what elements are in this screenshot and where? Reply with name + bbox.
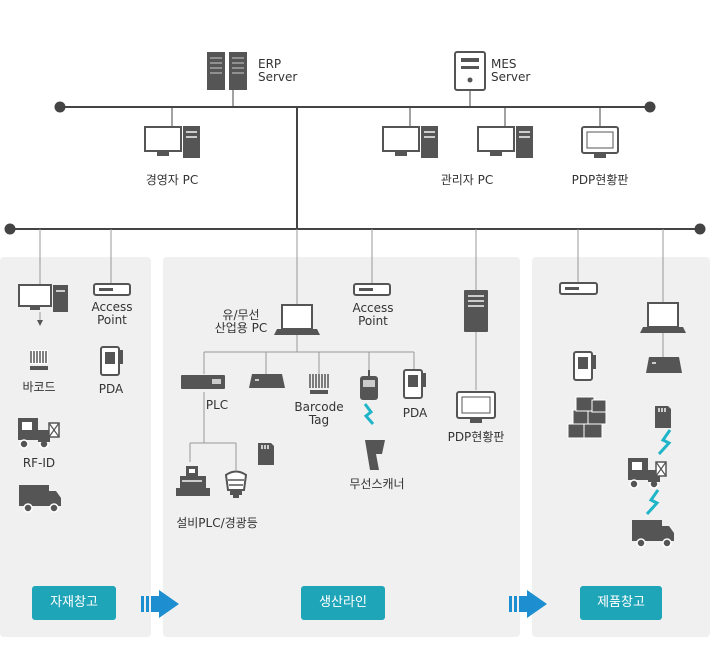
forklift-icon-2 xyxy=(628,458,667,489)
gateway-device-icon xyxy=(249,374,285,388)
pda-icon-1 xyxy=(100,346,123,376)
pda-label-2: PDA xyxy=(402,406,428,420)
production-line-button[interactable]: 생산라인 xyxy=(301,586,385,620)
flow-arrow-1 xyxy=(141,590,179,618)
industrial-pc-laptop-icon xyxy=(274,304,320,335)
pda-icon-3 xyxy=(573,351,596,381)
access-point-label-1: Access Point xyxy=(91,300,133,327)
rfid-label: RF-ID xyxy=(22,456,56,470)
flow-arrow-2 xyxy=(509,590,547,618)
wireless-link-icon-1 xyxy=(363,403,375,425)
mes-tower-icon xyxy=(464,290,488,332)
warning-lamp-icon xyxy=(224,470,248,498)
access-point-icon-2 xyxy=(353,283,391,296)
laptop-icon xyxy=(640,302,686,333)
pdp-board-icon-2 xyxy=(456,391,496,423)
access-point-label-2: Access Point xyxy=(352,301,394,328)
wireless-link-icon-3 xyxy=(645,489,660,516)
plc-icon xyxy=(181,375,225,389)
access-point-icon-1 xyxy=(93,283,131,296)
pdp-board-label: PDP현황판 xyxy=(571,173,629,187)
wireless-scanner-icon xyxy=(365,440,385,470)
industrial-pc-label: 유/무선 산업용 PC xyxy=(214,308,268,335)
forklift-icon-1 xyxy=(18,418,60,449)
barcode-tag-label: Barcode Tag xyxy=(294,400,344,427)
admin-pc-label: 관리자 PC xyxy=(440,173,494,187)
barcode-icon xyxy=(30,350,48,370)
barcode-label: 바코드 xyxy=(22,380,56,394)
gateway-device-icon-2 xyxy=(646,357,682,373)
barcode-tag-icon xyxy=(309,374,329,394)
sd-card-icon-1 xyxy=(258,443,274,465)
erp-server-label: ERP Server xyxy=(258,57,298,84)
truck-icon-1 xyxy=(19,485,61,513)
mes-server-label: MES Server xyxy=(491,57,531,84)
material-warehouse-button[interactable]: 자재창고 xyxy=(32,586,116,620)
truck-icon-2 xyxy=(632,520,674,548)
scanner-label: 무선스캐너 xyxy=(349,477,405,491)
manager-pc-icon xyxy=(144,126,200,158)
equipment-plc-icon xyxy=(176,466,210,496)
plc-lamp-label: 설비PLC/경광등 xyxy=(176,516,258,530)
production-line-zone xyxy=(163,257,520,637)
pda-label-1: PDA xyxy=(98,382,124,396)
erp-server-icon xyxy=(207,52,247,90)
boxes-icon xyxy=(567,396,607,439)
sd-card-icon-2 xyxy=(655,406,671,428)
plc-label: PLC xyxy=(205,398,229,412)
pda-icon-2 xyxy=(403,369,426,399)
product-warehouse-button[interactable]: 제품창고 xyxy=(580,586,662,620)
admin-pc-icon-1 xyxy=(382,126,438,158)
warehouse-pc-icon xyxy=(18,284,68,312)
pdp-board-monitor-icon xyxy=(581,126,619,158)
access-point-icon-3 xyxy=(559,282,598,295)
pdp-board-label-2: PDP현황판 xyxy=(447,430,505,444)
product-warehouse-zone xyxy=(532,257,710,637)
admin-pc-icon-2 xyxy=(477,126,533,158)
radio-terminal-icon xyxy=(360,370,378,400)
wireless-link-icon-2 xyxy=(657,429,672,456)
mes-server-icon xyxy=(454,51,486,91)
manager-pc-label: 경영자 PC xyxy=(145,173,199,187)
